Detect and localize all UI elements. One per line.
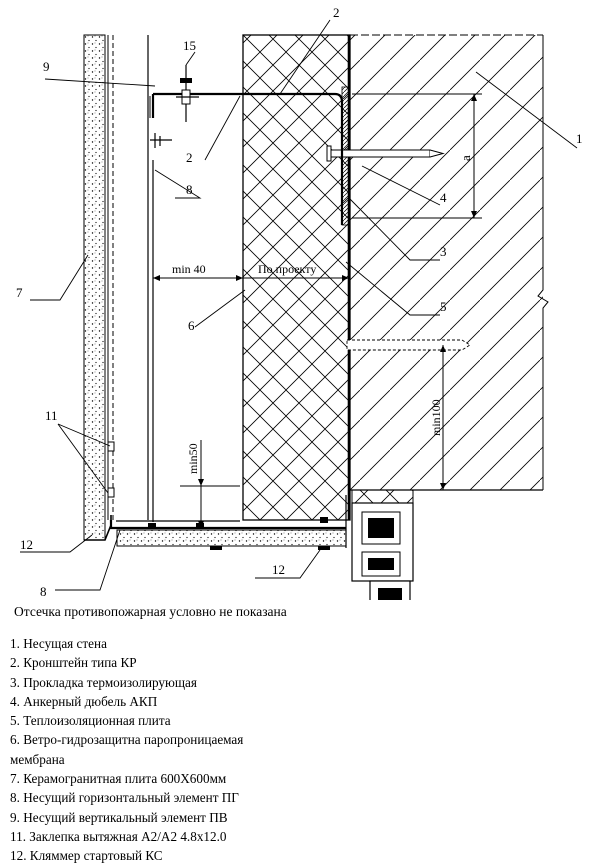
- legend-item: 11. Заклепка вытяжная А2/А2 4.8х12.0: [10, 828, 227, 844]
- vertical-rail-pv: [112, 35, 154, 522]
- dim-min50-label: min50: [186, 443, 200, 474]
- callout-8-top: 8: [186, 182, 193, 197]
- legend-item: 2. Кронштейн типа КР: [10, 655, 137, 671]
- legend-item: 6. Ветро-гидрозащитна паропроницаемая: [10, 732, 244, 748]
- leader-lines: [20, 19, 578, 591]
- anchor-dowel-lower: [346, 339, 471, 351]
- dim-po-proektu-label: По проекту: [258, 262, 316, 276]
- legend-item: 3. Прокладка термоизолирующая: [10, 674, 197, 690]
- dimension-min40: [153, 275, 349, 281]
- callout-1: 1: [576, 131, 583, 146]
- dim-min100-label: min100: [429, 399, 443, 436]
- callout-15: 15: [183, 38, 196, 53]
- facade-section-drawing: 2 15 9 2 1 8 4 3 7 5 6 11 12 12 8 min 40…: [16, 5, 583, 600]
- dimension-min100: [440, 345, 446, 490]
- callout-12-right: 12: [272, 562, 285, 577]
- callout-5: 5: [440, 299, 447, 314]
- bracket-kr: [149, 92, 344, 225]
- callout-12-left: 12: [20, 537, 33, 552]
- callout-3: 3: [440, 244, 447, 259]
- callout-8-bottom: 8: [40, 584, 47, 599]
- legend-item: 5. Теплоизоляционная плита: [10, 713, 171, 729]
- legend-list: 1. Несущая стена 2. Кронштейн типа КР 3.…: [10, 634, 243, 866]
- dim-a-label: a: [458, 155, 473, 161]
- callout-6: 6: [188, 318, 195, 333]
- legend-item: мембрана: [10, 751, 65, 767]
- legend-item: 7. Керамогранитная плита 600Х600мм: [10, 771, 227, 787]
- dimension-min50: [180, 440, 240, 528]
- dimension-a: [352, 93, 482, 219]
- dim-min40-label: min 40: [172, 262, 206, 276]
- legend-item: 12. Кляммер стартовый КС: [10, 848, 163, 864]
- callout-2-top: 2: [333, 5, 340, 20]
- callout-4: 4: [440, 190, 447, 205]
- fire-barrier-note: Отсечка противопожарная условно не показ…: [14, 604, 287, 619]
- anchor-dowel: [326, 145, 445, 162]
- callout-2: 2: [186, 150, 193, 165]
- bearing-wall: [350, 34, 549, 491]
- ceramic-tile: [83, 34, 109, 541]
- bracket-rivet: [150, 65, 199, 148]
- callout-11: 11: [45, 408, 58, 423]
- legend-item: 4. Анкерный дюбель АКП: [10, 693, 158, 709]
- legend-item: 1. Несущая стена: [10, 636, 107, 651]
- legend-item: 9. Несущий вертикальный элемент ПВ: [10, 809, 228, 825]
- window-frame: [351, 489, 414, 600]
- callout-9: 9: [43, 59, 50, 74]
- callout-7: 7: [16, 285, 23, 300]
- legend-item: 8. Несущий горизонтальный элемент ПГ: [10, 790, 239, 806]
